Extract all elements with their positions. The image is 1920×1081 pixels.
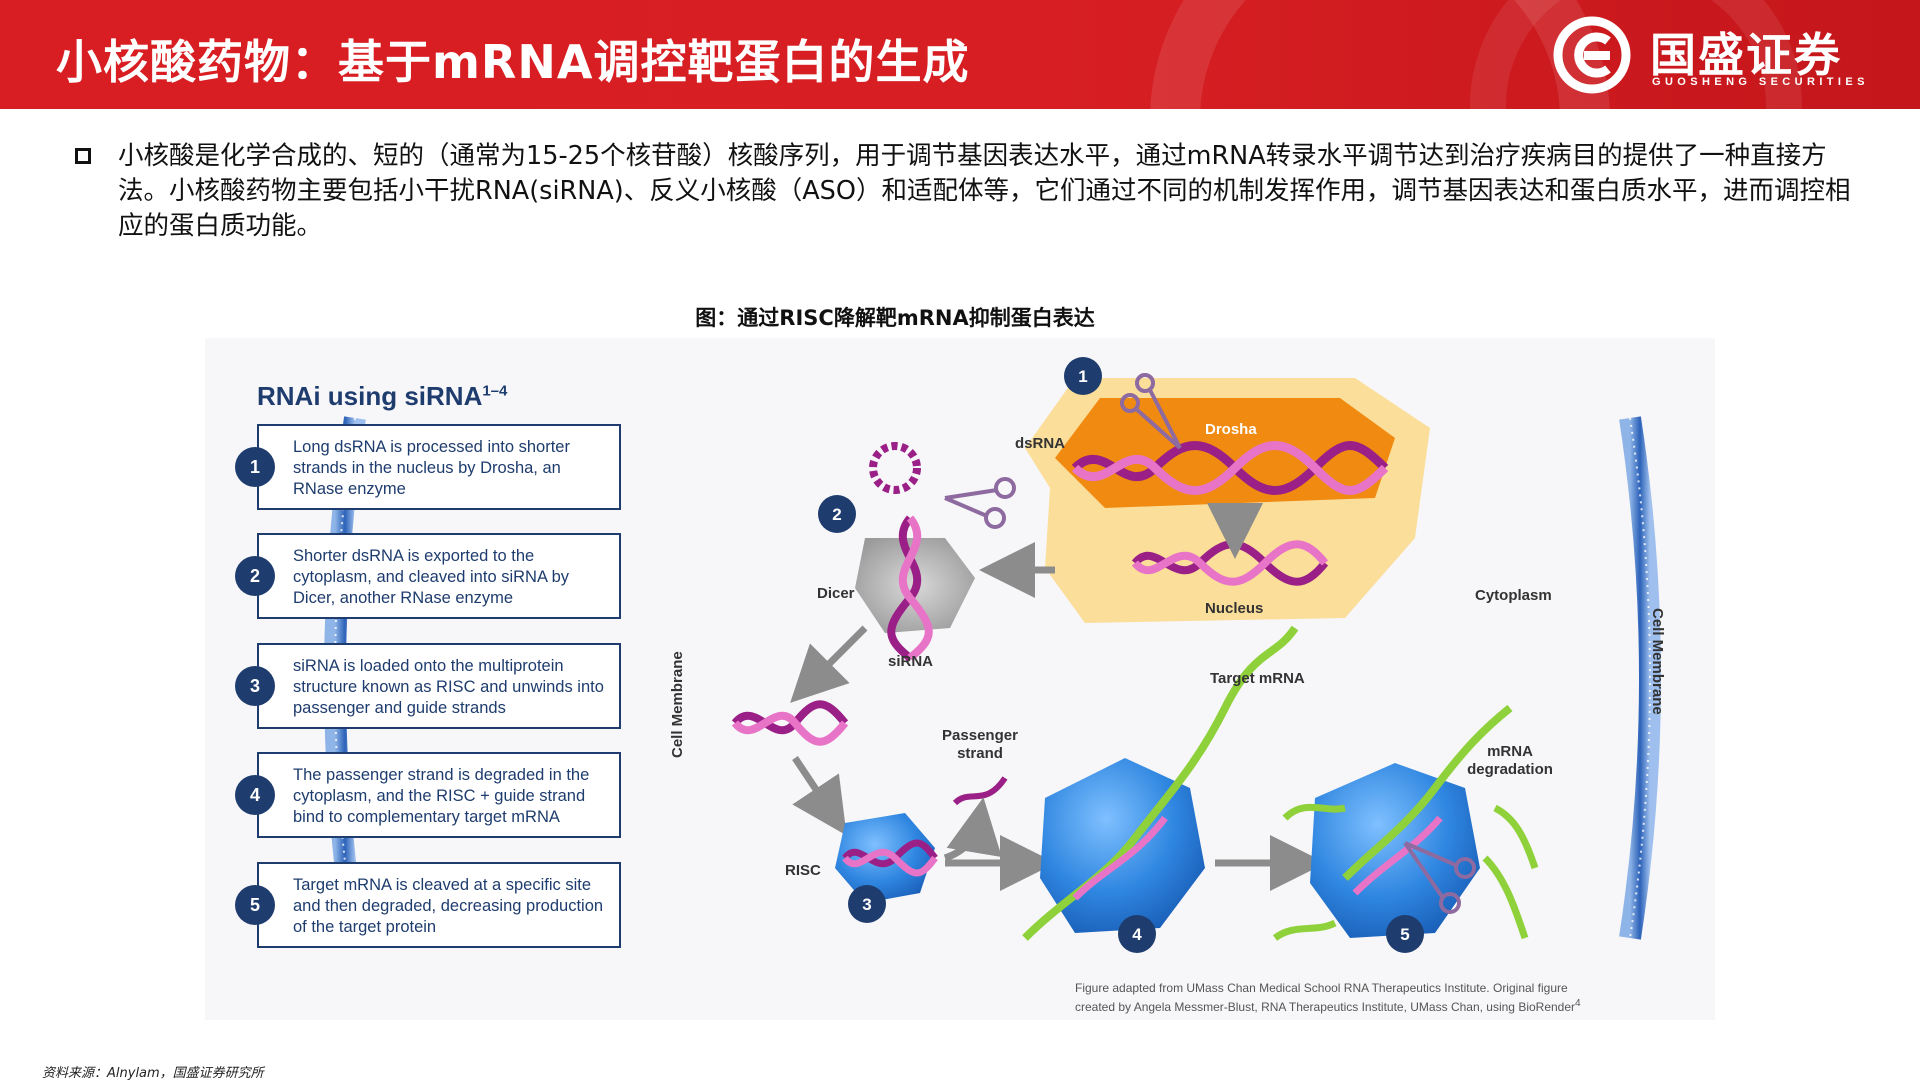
- passenger-strand: [952, 776, 1008, 806]
- rnai-panel-title: RNAi using siRNA1–4: [257, 381, 507, 412]
- drosha-label: Drosha: [1205, 421, 1257, 438]
- mrna-fragment: [1282, 803, 1346, 821]
- rnai-panel-title-sup: 1–4: [482, 382, 508, 400]
- mrna-fragment: [1272, 919, 1337, 941]
- intro-paragraph: 小核酸是化学合成的、短的（通常为15-25个核苷酸）核酸序列，用于调节基因表达水…: [118, 141, 1851, 241]
- scissors-icon: [944, 477, 1016, 529]
- figure-caption: 图：通过RISC降解靶mRNA抑制蛋白表达: [695, 306, 1095, 330]
- logo-mark-icon: [1553, 16, 1631, 94]
- cytoplasm-label: Cytoplasm: [1475, 587, 1552, 604]
- logo-text-cn: 国盛证券: [1650, 28, 1842, 82]
- step-number-1: 1: [235, 447, 275, 487]
- step-text-4: The passenger strand is degraded in the …: [293, 766, 590, 826]
- dsrna-long-helix: [1071, 441, 1389, 495]
- logo-text-en: GUOSHENG SECURITIES: [1652, 76, 1869, 88]
- dicer-label: Dicer: [817, 585, 855, 602]
- svg-text:2: 2: [832, 505, 841, 524]
- risc-complex-cleavage: [1310, 763, 1480, 938]
- cell-membrane-label-left: Cell Membrane: [669, 651, 686, 758]
- mrna-fragment: [1482, 855, 1529, 940]
- step-number-4: 4: [235, 775, 275, 815]
- sirna-label: siRNA: [888, 653, 933, 670]
- bullet-square-icon: [75, 148, 91, 164]
- dsrna-loop-icon: [869, 442, 921, 494]
- sirna-duplex: [731, 700, 849, 746]
- step-box-3: siRNA is loaded onto the multiprotein st…: [257, 643, 621, 729]
- step-box-2: Shorter dsRNA is exported to the cytopla…: [257, 533, 621, 619]
- target-mrna-label: Target mRNA: [1210, 670, 1305, 687]
- step-text-2: Shorter dsRNA is exported to the cytopla…: [293, 547, 570, 607]
- mrna-degradation-label-1: mRNA: [1487, 743, 1533, 760]
- page-title: 小核酸药物：基于mRNA调控靶蛋白的生成: [56, 35, 970, 89]
- rnai-panel-title-text: RNAi using siRNA: [257, 381, 483, 411]
- figure-credit-sup: 4: [1575, 998, 1581, 1009]
- svg-text:1: 1: [1078, 367, 1087, 386]
- scissors-icon: [1403, 841, 1476, 914]
- passenger-label-1: Passenger: [942, 727, 1018, 744]
- step-marker-5: 5: [1386, 915, 1424, 953]
- step-number-5: 5: [235, 885, 275, 925]
- step-box-1: Long dsRNA is processed into shorter str…: [257, 424, 621, 510]
- sirna-vertical-helix: [887, 515, 933, 662]
- svg-text:3: 3: [862, 895, 871, 914]
- step-text-1: Long dsRNA is processed into shorter str…: [293, 438, 570, 498]
- passenger-label-2: strand: [957, 745, 1003, 762]
- figure-credit-line2: created by Angela Messmer-Blust, RNA The…: [1075, 1000, 1576, 1014]
- source-note: 资料来源：Alnylam，国盛证券研究所: [42, 1066, 264, 1081]
- company-logo: 国盛证券 GUOSHENG SECURITIES: [1550, 15, 1890, 95]
- nucleus-label: Nucleus: [1205, 600, 1263, 617]
- step-marker-4: 4: [1118, 915, 1156, 953]
- sirna-in-risc: [842, 839, 938, 877]
- risc-complex: [835, 813, 935, 903]
- figure-credit: Figure adapted from UMass Chan Medical S…: [1075, 980, 1581, 1015]
- step-marker-2: 2: [818, 495, 856, 533]
- scissors-icon: [1120, 373, 1182, 450]
- risc-label: RISC: [785, 862, 821, 879]
- step-text-5: Target mRNA is cleaved at a specific sit…: [293, 876, 604, 936]
- svg-text:4: 4: [1132, 925, 1142, 944]
- step-marker-3: 3: [848, 885, 886, 923]
- mrna-degradation-label-2: degradation: [1467, 761, 1553, 778]
- svg-text:5: 5: [1400, 925, 1409, 944]
- step-box-4: The passenger strand is degraded in the …: [257, 752, 621, 838]
- rnai-figure: Cell Membrane Cell Membrane Drosha Nucle…: [205, 338, 1715, 1020]
- step-text-3: siRNA is loaded onto the multiprotein st…: [293, 657, 604, 717]
- step-number-3: 3: [235, 666, 275, 706]
- cell-membrane-label-right: Cell Membrane: [1649, 608, 1666, 715]
- step-number-2: 2: [235, 556, 275, 596]
- figure-credit-line1: Figure adapted from UMass Chan Medical S…: [1075, 981, 1568, 995]
- header-banner: 小核酸药物：基于mRNA调控靶蛋白的生成 国盛证券 GUOSHENG SECUR…: [0, 0, 1920, 109]
- step-marker-1: 1: [1064, 357, 1102, 395]
- dsrna-label: dsRNA: [1015, 435, 1065, 452]
- step-box-5: Target mRNA is cleaved at a specific sit…: [257, 862, 621, 948]
- mrna-fragment: [1493, 804, 1539, 870]
